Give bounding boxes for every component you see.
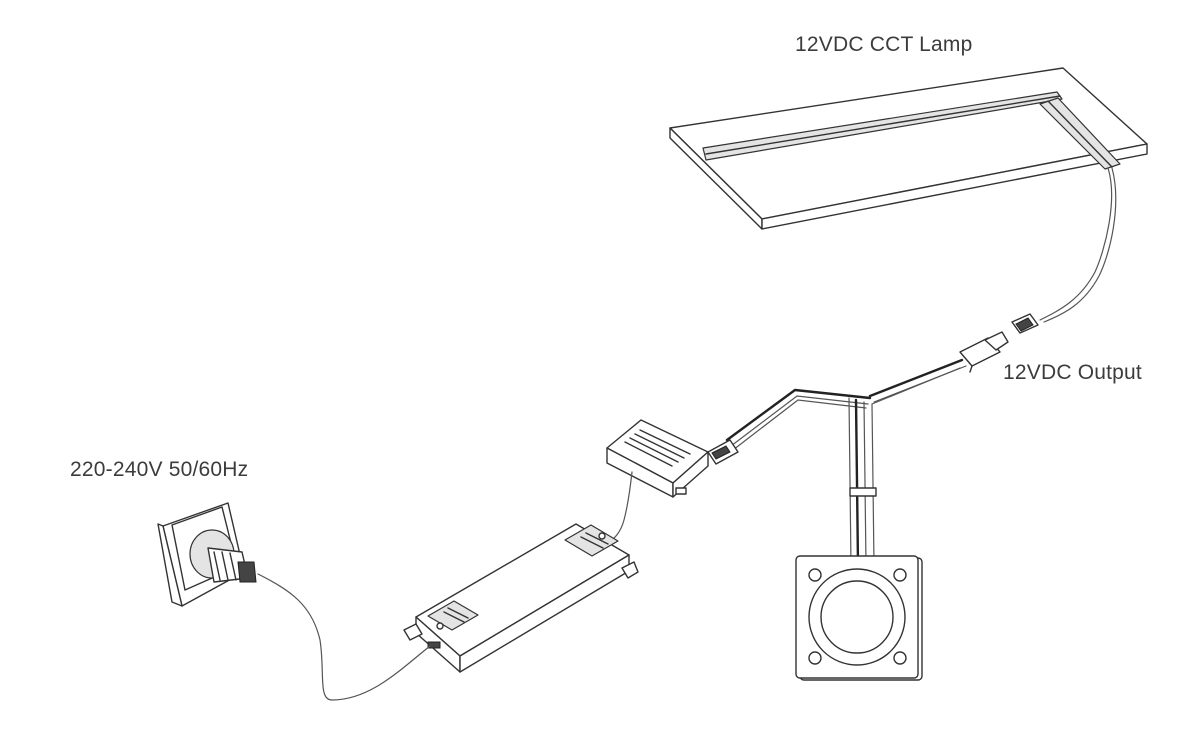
lamp-cable bbox=[1039, 167, 1113, 321]
driver-to-junction-cable bbox=[605, 471, 633, 546]
lamp-connector bbox=[1011, 313, 1039, 334]
distributor-ribbon bbox=[725, 388, 877, 567]
wall-socket bbox=[157, 502, 257, 607]
led-driver bbox=[403, 523, 639, 673]
input-voltage-label: 220-240V 50/60Hz bbox=[70, 458, 249, 481]
output-ribbon-cable bbox=[868, 358, 967, 405]
touch-switch bbox=[795, 555, 923, 681]
junction-box-connector bbox=[707, 439, 739, 465]
lamp-label: 12VDC CCT Lamp bbox=[795, 33, 973, 56]
output-connector bbox=[959, 331, 1009, 373]
junction-box bbox=[606, 419, 709, 498]
mains-cable bbox=[257, 573, 431, 701]
output-label: 12VDC Output bbox=[1003, 361, 1142, 384]
cct-lamp-panel bbox=[669, 67, 1148, 230]
